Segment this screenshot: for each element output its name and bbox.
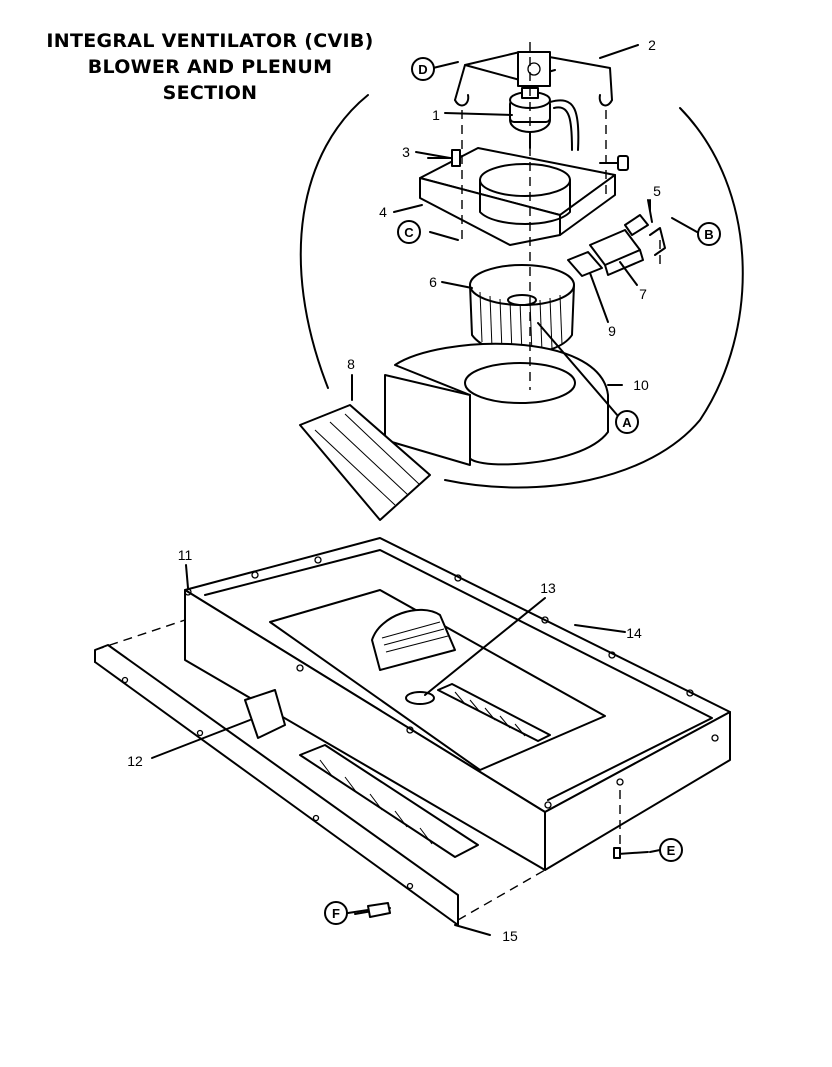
callout-10: 10 (633, 377, 649, 393)
clip-5 (624, 199, 666, 256)
screw-f (354, 902, 391, 918)
letter-a-label: A (622, 415, 632, 430)
callout-5: 5 (653, 183, 661, 199)
connector-9 (567, 251, 603, 277)
letter-callout-c: C (397, 220, 421, 244)
callout-2: 2 (648, 37, 656, 53)
screw-e (613, 847, 649, 859)
title-line-3: SECTION (162, 82, 258, 104)
blower-housing (394, 342, 609, 466)
detail-circle-arc-right (444, 107, 744, 489)
callout-7: 7 (639, 286, 647, 302)
plenum-top-plate (419, 147, 616, 246)
centerline-panel-right (457, 869, 546, 921)
callout-13: 13 (540, 580, 556, 596)
callout-11: 11 (178, 547, 193, 563)
leader-lines (151, 44, 698, 936)
callout-6: 6 (429, 274, 437, 290)
plenum-box (184, 537, 731, 871)
title-line-1: INTEGRAL VENTILATOR (CVIB) (46, 30, 374, 52)
hanger-bracket (454, 51, 613, 107)
callout-15: 15 (502, 928, 518, 944)
letter-callout-d: D (411, 57, 435, 81)
callout-14: 14 (626, 625, 642, 641)
letter-b-label: B (704, 227, 713, 242)
blower-wheel (469, 264, 575, 355)
callout-8: 8 (347, 356, 355, 372)
letter-callout-f: F (324, 901, 348, 925)
letter-callout-e: E (659, 838, 683, 862)
screw-right (599, 155, 629, 171)
callout-3: 3 (402, 144, 410, 160)
capacitor-7 (589, 229, 644, 276)
letter-d-label: D (418, 62, 427, 77)
letter-c-label: C (404, 225, 414, 240)
callout-12: 12 (127, 753, 143, 769)
letter-callout-b: B (697, 222, 721, 246)
callout-1: 1 (432, 107, 440, 123)
detail-circle-arc-left (299, 94, 369, 389)
callout-9: 9 (608, 323, 616, 339)
discharge-duct (299, 374, 471, 521)
centerline-panel-left (94, 619, 186, 651)
front-panel (94, 644, 459, 926)
diagram-title: INTEGRAL VENTILATOR (CVIB) BLOWER AND PL… (40, 28, 380, 106)
title-line-2: BLOWER AND PLENUM (87, 56, 333, 78)
callout-4: 4 (379, 204, 387, 220)
blower-motor (509, 87, 580, 151)
letter-e-label: E (667, 843, 676, 858)
letter-f-label: F (332, 906, 340, 921)
letter-callout-a: A (615, 410, 639, 434)
screw-3 (427, 149, 461, 167)
